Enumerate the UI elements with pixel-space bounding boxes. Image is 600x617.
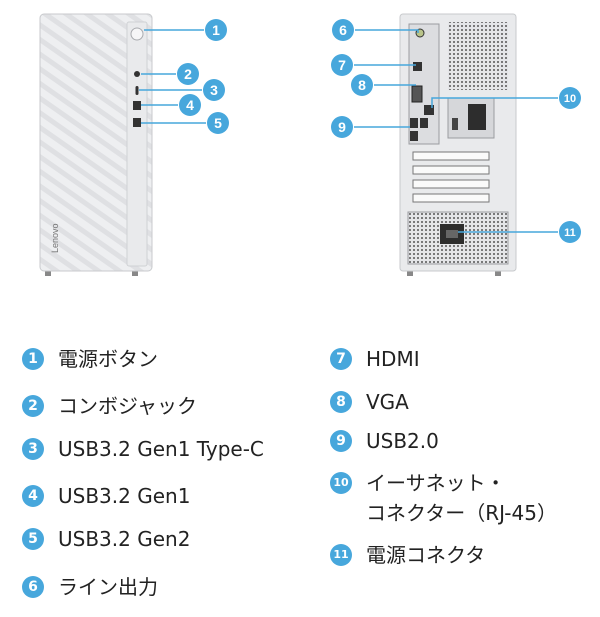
callout-10	[559, 87, 581, 109]
legend-number: 11	[330, 544, 352, 566]
legend-item-5: 5 USB3.2 Gen2	[22, 527, 190, 554]
rear-case	[399, 13, 517, 276]
legend-item-2: 2 コンボジャック	[22, 394, 197, 421]
legend-label-line2: コネクター（RJ-45）	[366, 501, 557, 525]
usb2-port-b	[410, 131, 418, 141]
callout-5-num: 5	[214, 115, 222, 131]
legend-item-4: 4 USB3.2 Gen1	[22, 484, 190, 511]
legend-label: VGA	[366, 390, 409, 414]
callout-9	[331, 116, 353, 138]
legend-item-9: 9 USB2.0	[330, 429, 439, 456]
legend-label: 電源ボタン	[58, 347, 158, 371]
legend-label: 電源コネクタ	[366, 543, 486, 567]
legend-item-10: 10 イーサネット・ コネクター（RJ-45）	[330, 471, 557, 528]
callout-5	[207, 112, 229, 134]
vga-port	[411, 85, 423, 103]
brand-logo: Lenovo	[50, 223, 60, 253]
legend-number: 3	[22, 438, 44, 460]
callout-2	[177, 63, 199, 85]
callout-11-num: 11	[564, 227, 576, 239]
usb-gen2-port	[133, 118, 141, 127]
callout-1	[205, 19, 227, 41]
usb2-port-a	[410, 118, 418, 128]
usb2-port-c	[420, 118, 428, 128]
callout-11	[559, 221, 581, 243]
legend-number: 9	[330, 430, 352, 452]
legend-label: ライン出力	[58, 575, 158, 599]
legend-number: 1	[22, 348, 44, 370]
callout-6-num: 6	[339, 22, 347, 38]
legend-label: USB3.2 Gen2	[58, 527, 191, 551]
legend-label: USB2.0	[366, 429, 439, 453]
expansion-slot-4	[412, 193, 490, 203]
legend-number: 2	[22, 395, 44, 417]
callout-10-num: 10	[564, 93, 576, 105]
callout-6	[332, 19, 354, 41]
callout-2-num: 2	[184, 66, 192, 82]
legend-label: USB3.2 Gen1 Type-C	[58, 437, 264, 461]
legend-item-1: 1 電源ボタン	[22, 347, 158, 374]
power-button	[130, 27, 144, 41]
callout-3	[203, 79, 225, 101]
callout-7	[331, 54, 353, 76]
front-case: Lenovo	[39, 13, 153, 276]
legend-label-line1: イーサネット・	[366, 471, 506, 495]
callout-4	[179, 94, 201, 116]
expansion-slot-2	[412, 165, 490, 175]
legend-item-3: 3 USB3.2 Gen1 Type-C	[22, 437, 264, 464]
legend-number: 8	[330, 391, 352, 413]
legend-number: 4	[22, 485, 44, 507]
legend-item-8: 8 VGA	[330, 390, 409, 417]
expansion-slot-1	[412, 151, 490, 161]
front-io-strip	[126, 21, 148, 267]
callout-8	[351, 74, 373, 96]
hdmi-port	[413, 62, 422, 71]
legend-number: 10	[330, 472, 352, 494]
callout-8-num: 8	[358, 77, 366, 93]
ethernet-port	[424, 105, 434, 115]
front-panel	[39, 13, 153, 272]
callout-4-num: 4	[186, 97, 194, 113]
callout-1-num: 1	[212, 22, 220, 38]
usb-gen1-port	[133, 101, 141, 110]
legend-label: USB3.2 Gen1	[58, 484, 191, 508]
legend-number: 5	[22, 528, 44, 550]
legend-number: 7	[330, 348, 352, 370]
fan-grill	[448, 22, 508, 90]
legend-number: 6	[22, 576, 44, 598]
legend-label: HDMI	[366, 347, 420, 371]
legend-item-11: 11 電源コネクタ	[330, 543, 485, 570]
callout-3-num: 3	[210, 82, 218, 98]
combo-jack-port	[134, 71, 140, 77]
legend-item-7: 7 HDMI	[330, 347, 420, 374]
leader-lines	[139, 29, 558, 233]
callout-9-num: 9	[338, 119, 346, 135]
legend-label: イーサネット・ コネクター（RJ-45）	[366, 468, 557, 528]
callout-7-num: 7	[338, 57, 346, 73]
usb-c-port	[135, 86, 139, 95]
legend-label: コンボジャック	[58, 394, 197, 418]
pc-diagram: Lenovo	[39, 13, 581, 276]
expansion-slot-3	[412, 179, 490, 189]
legend-item-6: 6 ライン出力	[22, 575, 158, 602]
callouts: 1 2 3 4 5 6 7 8 9 10 11	[177, 19, 581, 243]
